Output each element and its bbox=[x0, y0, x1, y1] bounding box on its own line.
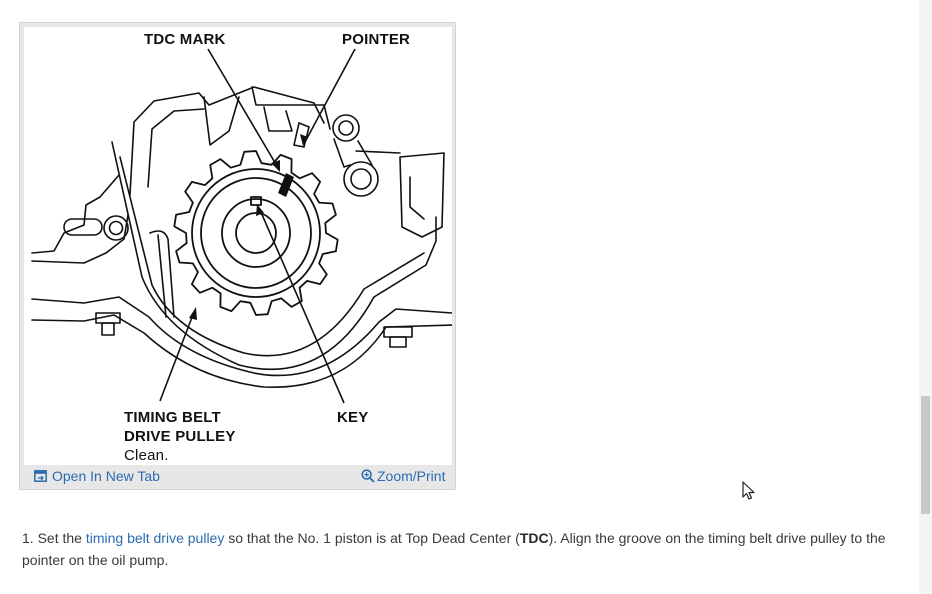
tdc-mark-label: TDC MARK bbox=[144, 31, 226, 48]
engine-line-drawing bbox=[31, 48, 452, 404]
clean-note: Clean. bbox=[124, 447, 169, 464]
instruction-step-1: 1. Set the timing belt drive pulley so t… bbox=[22, 528, 912, 571]
pointer-label: POINTER bbox=[342, 31, 411, 48]
figure-footer: Open In New Tab Zoom/Print bbox=[24, 465, 452, 487]
timing-belt-drive-pulley-link[interactable]: timing belt drive pulley bbox=[85, 530, 225, 546]
figure-card: TDC MARK POINTER TIMING BELT DRIVE PULLE… bbox=[19, 22, 456, 490]
instruction-middle: so that the No. 1 piston is at Top Dead … bbox=[224, 530, 520, 546]
timing-belt-diagram[interactable]: TDC MARK POINTER TIMING BELT DRIVE PULLE… bbox=[24, 27, 452, 465]
scrollbar-thumb[interactable] bbox=[921, 396, 930, 514]
instruction-prefix: 1. Set the bbox=[22, 530, 86, 546]
zoom-icon bbox=[361, 469, 375, 483]
tdc-bold: TDC bbox=[519, 530, 549, 546]
page-scrollbar[interactable] bbox=[919, 0, 932, 594]
open-in-new-tab-label: Open In New Tab bbox=[52, 468, 160, 484]
key-label: KEY bbox=[337, 409, 369, 426]
timing-belt-label-line2: DRIVE PULLEY bbox=[124, 428, 236, 445]
mouse-cursor-icon bbox=[742, 481, 755, 500]
open-in-new-tab-link[interactable]: Open In New Tab bbox=[34, 468, 160, 484]
zoom-print-link[interactable]: Zoom/Print bbox=[361, 468, 445, 484]
instruction-suffix: ). Align the groove on the timing belt d… bbox=[22, 530, 886, 568]
zoom-print-label: Zoom/Print bbox=[377, 468, 446, 484]
timing-belt-label-line1: TIMING BELT bbox=[124, 409, 221, 426]
open-tab-icon bbox=[34, 470, 47, 482]
